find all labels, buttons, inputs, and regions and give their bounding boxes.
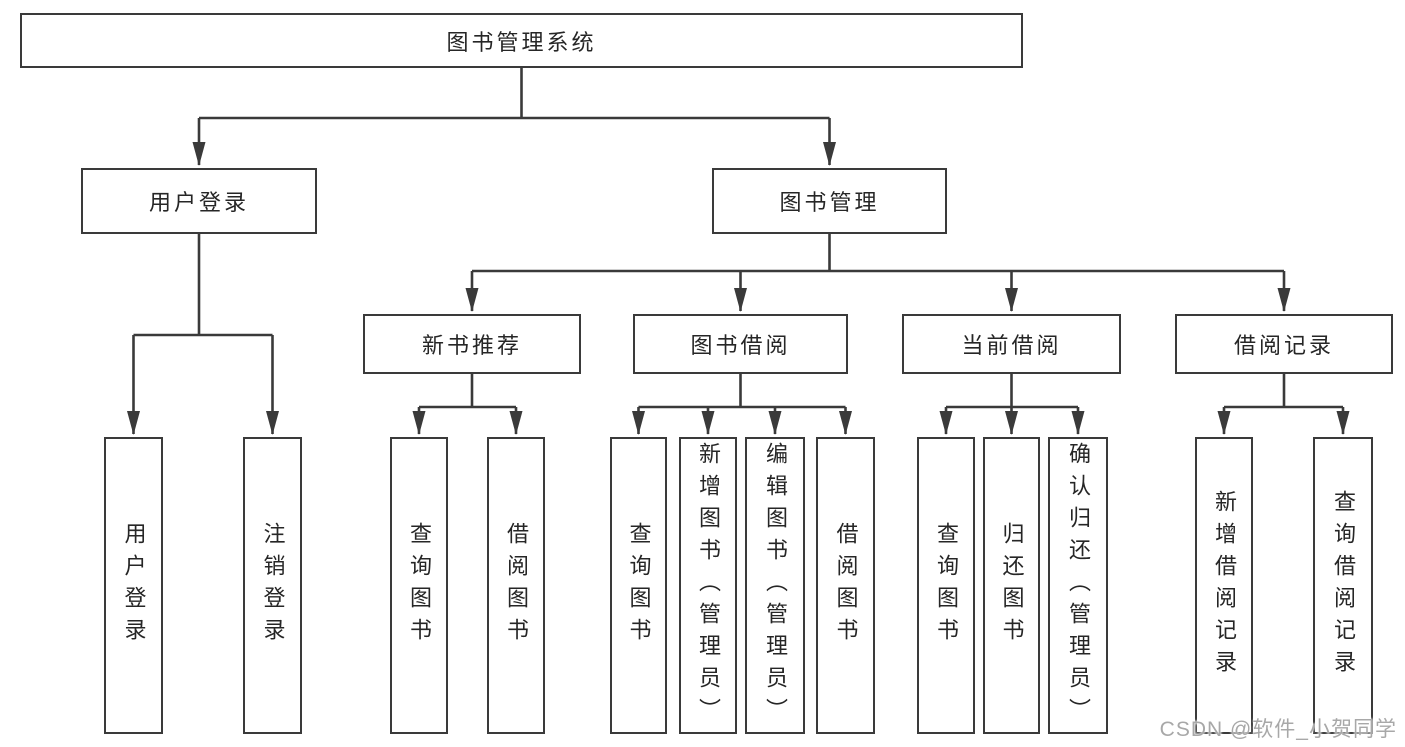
leaf-edit-books-admin: 编辑图书（管理员） [745,437,805,734]
leaf-confirm-return-admin-label: 确认归还（管理员） [1066,441,1091,730]
leaf-add-borrow-record: 新增借阅记录 [1195,437,1253,734]
leaf-query-books-recommend-label: 查询图书 [407,521,432,650]
node-user-login-label: 用户登录 [148,190,249,215]
leaf-borrow-books-recommend-label: 借阅图书 [504,521,529,650]
node-borrow-records-label: 借阅记录 [1233,333,1334,358]
node-book-borrow-label: 图书借阅 [690,333,791,358]
leaf-add-borrow-record-label: 新增借阅记录 [1212,489,1237,682]
leaf-add-books-admin-label: 新增图书（管理员） [696,441,721,730]
node-new-book-recommend: 新书推荐 [363,314,581,374]
leaf-return-books: 归还图书 [983,437,1040,734]
leaf-query-books-borrow-label: 查询图书 [626,521,652,650]
node-library-management-system: 图书管理系统 [20,13,1023,68]
node-user-login: 用户登录 [81,168,317,234]
leaf-add-books-admin: 新增图书（管理员） [679,437,737,734]
leaf-query-borrow-record: 查询借阅记录 [1313,437,1373,734]
node-current-borrow: 当前借阅 [902,314,1121,374]
leaf-borrow-books-recommend: 借阅图书 [487,437,545,734]
leaf-query-borrow-record-label: 查询借阅记录 [1331,489,1356,682]
leaf-return-books-label: 归还图书 [999,521,1025,650]
node-book-borrow: 图书借阅 [633,314,848,374]
node-new-book-recommend-label: 新书推荐 [421,333,522,358]
leaf-logout-login: 注销登录 [243,437,302,734]
leaf-query-books-recommend: 查询图书 [390,437,448,734]
node-book-management: 图书管理 [712,168,947,234]
node-borrow-records: 借阅记录 [1175,314,1393,374]
node-book-management-label: 图书管理 [779,190,880,215]
leaf-user-login: 用户登录 [104,437,163,734]
leaf-borrow-books-label: 借阅图书 [833,521,859,650]
node-current-borrow-label: 当前借阅 [961,333,1062,358]
leaf-query-books-borrow: 查询图书 [610,437,667,734]
leaf-edit-books-admin-label: 编辑图书（管理员） [763,441,788,730]
leaf-borrow-books: 借阅图书 [816,437,875,734]
leaf-query-books-current: 查询图书 [917,437,975,734]
node-library-management-system-label: 图书管理系统 [446,29,597,55]
leaf-confirm-return-admin: 确认归还（管理员） [1048,437,1108,734]
leaf-user-login-label: 用户登录 [121,521,147,650]
leaf-query-books-current-label: 查询图书 [934,521,959,650]
watermark-csdn: CSDN @软件_小贺同学 [1159,718,1397,741]
leaf-logout-login-label: 注销登录 [260,521,286,650]
